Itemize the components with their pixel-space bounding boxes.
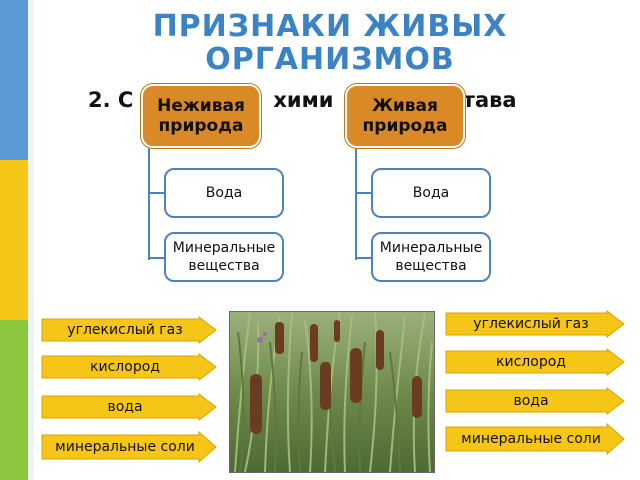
- nonliving-branch-1: [148, 192, 164, 194]
- right-arrow-oxygen[interactable]: кислород: [445, 348, 625, 376]
- right-arrow-water[interactable]: вода: [445, 387, 625, 415]
- living-branch-2: [355, 257, 371, 259]
- living-nature-header: Живая природа: [345, 84, 465, 148]
- arrow-shape-icon: [445, 423, 625, 455]
- left-arrow-oxygen-label: кислород: [90, 359, 160, 375]
- left-arrow-minerals-label: минеральные соли: [55, 439, 195, 455]
- right-arrow-oxygen-label: кислород: [496, 354, 566, 370]
- cattail-photo: [229, 311, 435, 473]
- decor-stripe-blue: [0, 0, 28, 160]
- arrow-shape-icon: [41, 431, 217, 463]
- arrow-shape-icon: [445, 387, 625, 415]
- nonliving-branch-2: [148, 257, 164, 259]
- nonliving-item-water: Вода: [164, 168, 284, 218]
- nonliving-item-minerals: Минеральные вещества: [164, 232, 284, 282]
- decor-stripe-line: [28, 0, 34, 480]
- right-arrow-water-label: вода: [513, 393, 549, 409]
- living-branch-1: [355, 192, 371, 194]
- slide-title: ПРИЗНАКИ ЖИВЫХ ОРГАНИЗМОВ: [152, 9, 508, 77]
- decor-stripe-green: [0, 320, 28, 480]
- arrow-shape-icon: [445, 348, 625, 376]
- decor-stripe-yellow: [0, 160, 28, 320]
- left-arrow-minerals[interactable]: минеральные соли: [41, 431, 217, 463]
- nonliving-tree-line: [148, 146, 150, 260]
- left-arrow-water[interactable]: вода: [41, 393, 217, 421]
- nonliving-nature-header: Неживая природа: [141, 84, 261, 148]
- arrow-shape-icon: [41, 316, 217, 344]
- left-arrow-water-label: вода: [107, 399, 143, 415]
- arrow-shape-icon: [445, 310, 625, 338]
- living-item-water: Вода: [371, 168, 491, 218]
- left-arrow-co2[interactable]: углекислый газ: [41, 316, 217, 344]
- left-arrow-oxygen[interactable]: кислород: [41, 353, 217, 381]
- right-arrow-co2-label: углекислый газ: [473, 316, 589, 332]
- left-arrow-co2-label: углекислый газ: [67, 322, 183, 338]
- right-arrow-minerals[interactable]: минеральные соли: [445, 423, 625, 455]
- living-item-minerals: Минеральные вещества: [371, 232, 491, 282]
- arrow-shape-icon: [41, 353, 217, 381]
- subtitle-part-2: хими: [273, 88, 334, 112]
- right-arrow-co2[interactable]: углекислый газ: [445, 310, 625, 338]
- living-tree-line: [355, 146, 357, 260]
- arrow-shape-icon: [41, 393, 217, 421]
- right-arrow-minerals-label: минеральные соли: [461, 431, 601, 447]
- subtitle-part-1: 2. С: [88, 88, 134, 112]
